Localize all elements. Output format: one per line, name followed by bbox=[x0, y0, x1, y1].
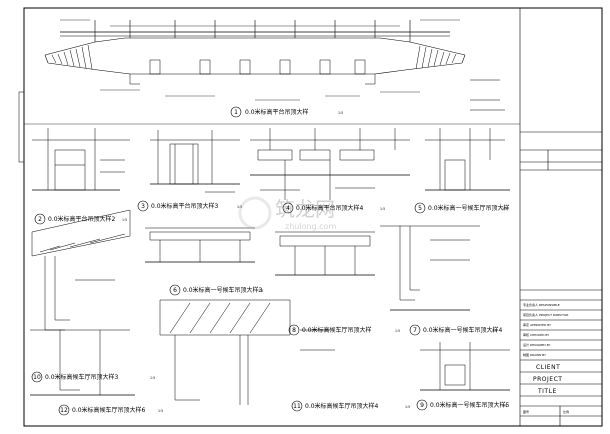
watermark-name: 筑龙网 bbox=[275, 197, 335, 221]
detail-12-number: 12 bbox=[60, 407, 68, 414]
tb-drawing-no-label: 图号 bbox=[523, 409, 529, 414]
detail-8-title: 0.0米标高候车厅吊顶大样 bbox=[302, 326, 372, 334]
watermark-site: zhulong.com bbox=[285, 222, 336, 231]
detail-2-section bbox=[32, 128, 130, 191]
detail-4-number: 4 bbox=[286, 205, 290, 212]
detail-7-section bbox=[380, 225, 480, 311]
detail-4-scale: 1:5 bbox=[380, 207, 385, 211]
detail-6-section bbox=[145, 227, 255, 263]
detail-1-title: 0.0米标高平台吊顶大样 bbox=[245, 108, 309, 116]
detail-12-scale: 1:5 bbox=[158, 409, 163, 413]
detail-6-number: 6 bbox=[173, 287, 177, 294]
tb-row-3: 审核 CHECKED BY bbox=[523, 332, 549, 337]
watermark: 筑龙网 zhulong.com bbox=[238, 196, 336, 231]
tb-row-1: 项目负责人 PROJECT DIRECTOR bbox=[523, 312, 568, 317]
detail-3-marker bbox=[137, 200, 149, 212]
detail-3-scale: 1:5 bbox=[237, 205, 242, 209]
detail-5-title: 0.0米标高一号候车厅吊顶大样 bbox=[428, 204, 510, 212]
detail-6-title: 0.0米标高一号候车吊顶大样3 bbox=[183, 286, 263, 294]
tb-row-2: 审定 APPROVED BY bbox=[523, 322, 551, 327]
tb-project-label: PROJECT bbox=[533, 376, 562, 383]
detail-9-scale: 1:5 bbox=[502, 404, 507, 408]
detail-11-marker bbox=[291, 400, 303, 412]
detail-11-number: 11 bbox=[293, 403, 301, 410]
detail-2-number: 2 bbox=[38, 216, 42, 223]
detail-4-title: 0.0米标高平台吊顶大样4 bbox=[296, 204, 364, 212]
detail-5-marker bbox=[414, 202, 426, 214]
detail-1-scale: 1:5 bbox=[338, 111, 343, 115]
detail-6-marker bbox=[169, 284, 181, 296]
tb-scale-label: 比例 bbox=[563, 409, 569, 414]
detail-9-section bbox=[420, 342, 510, 391]
title-block bbox=[519, 7, 603, 427]
detail-3-section bbox=[150, 130, 240, 193]
tb-title-label: TITLE bbox=[537, 388, 557, 395]
detail-2-marker bbox=[34, 213, 46, 225]
detail-3-number: 3 bbox=[141, 203, 145, 210]
detail-2-scale: 1:5 bbox=[122, 218, 127, 222]
detail-5-number: 5 bbox=[418, 205, 422, 212]
detail-10-section bbox=[31, 209, 131, 331]
detail-7-number: 7 bbox=[413, 327, 417, 334]
detail-1-section bbox=[44, 19, 466, 101]
detail-5-section bbox=[425, 128, 510, 191]
tb-client-label: CLIENT bbox=[536, 364, 560, 371]
detail-8-marker bbox=[288, 324, 300, 336]
detail-9-marker bbox=[416, 399, 428, 411]
detail-10-title: 0.0米标高候车厅吊顶大样3 bbox=[45, 373, 119, 381]
detail-10-marker bbox=[31, 371, 43, 383]
detail-10-number: 10 bbox=[33, 374, 41, 381]
detail-5-scale: 1:5 bbox=[502, 207, 507, 211]
detail-11-section bbox=[159, 299, 335, 405]
detail-12-marker bbox=[58, 404, 70, 416]
detail-1-number: 1 bbox=[234, 109, 238, 116]
detail-7-scale: 1:5 bbox=[492, 329, 497, 333]
detail-8-section bbox=[275, 231, 375, 276]
detail-4-marker bbox=[282, 202, 294, 214]
detail-8-scale: 1:5 bbox=[395, 329, 400, 333]
tb-row-5: 制图 DRAWN BY bbox=[523, 352, 546, 357]
detail-11-title: 0.0米标高候车厅吊顶大样4 bbox=[305, 402, 379, 410]
tb-row-0: 专业负责人 RESPONSIBLE bbox=[523, 302, 560, 307]
detail-6-scale: 1:5 bbox=[258, 289, 263, 293]
detail-11-scale: 1:5 bbox=[405, 405, 410, 409]
detail-2-title: 0.0米标高平台吊顶大样2 bbox=[48, 215, 116, 223]
detail-9-title: 0.0米标高一号候车吊顶大样5 bbox=[430, 401, 510, 409]
detail-7-title: 0.0米标高一号候车吊顶大样4 bbox=[423, 326, 503, 334]
detail-12-section bbox=[30, 329, 135, 396]
detail-12-title: 0.0米标高候车厅吊顶大样6 bbox=[72, 406, 146, 414]
tb-row-4: 设计 DESIGNED BY bbox=[523, 342, 551, 347]
detail-9-number: 9 bbox=[420, 402, 424, 409]
detail-10-scale: 1:5 bbox=[150, 376, 155, 380]
detail-1-side-notes bbox=[470, 79, 505, 111]
binding-margin-box bbox=[18, 91, 25, 163]
detail-8-number: 8 bbox=[292, 327, 296, 334]
detail-7-marker bbox=[409, 324, 421, 336]
detail-1-marker bbox=[230, 106, 242, 118]
detail-4-section bbox=[250, 128, 410, 200]
detail-3-title: 0.0米标高平台吊顶大样3 bbox=[151, 202, 219, 210]
